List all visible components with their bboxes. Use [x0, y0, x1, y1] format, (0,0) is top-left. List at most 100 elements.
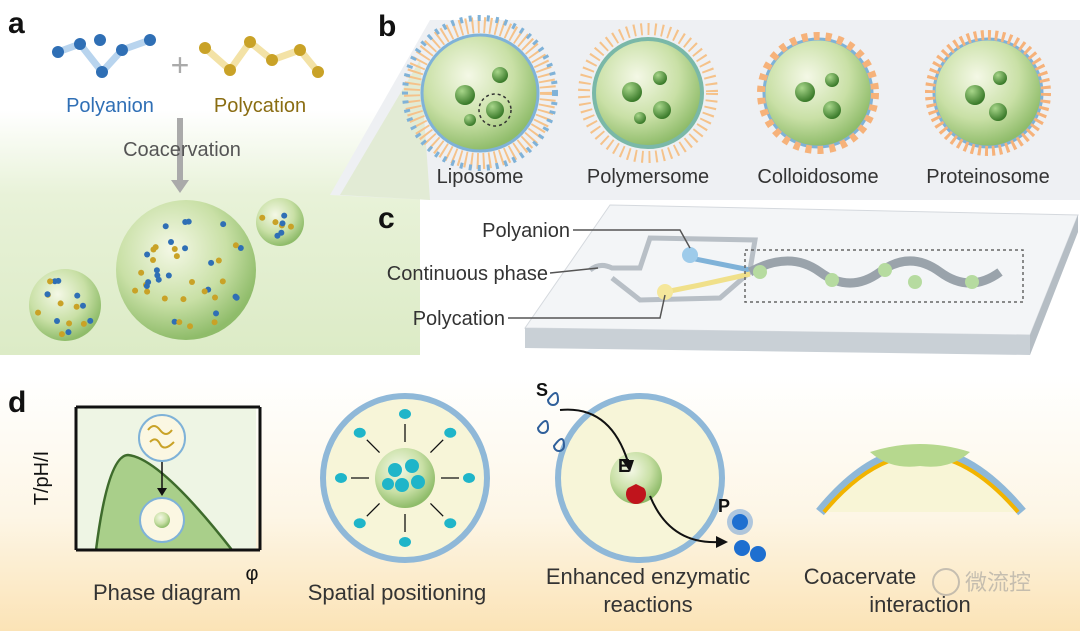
phase-diagram	[74, 405, 262, 552]
molecule-dot	[80, 320, 87, 327]
polyanion-chain	[52, 34, 156, 78]
molecule-dot	[232, 242, 239, 249]
molecule-dot	[176, 319, 183, 326]
polycation-label: Polycation	[214, 95, 306, 117]
inward-arrow	[366, 439, 381, 454]
panel-label-c: c	[378, 202, 395, 235]
molecule-dot	[79, 302, 86, 309]
molecule-dot	[144, 288, 151, 295]
molecule-dot	[168, 238, 175, 245]
polyanion-label: Polyanion	[66, 95, 154, 117]
molecule-dot	[73, 303, 80, 310]
molecule-dot	[154, 272, 161, 279]
leader-polycation	[508, 294, 666, 319]
molecule-dot	[57, 300, 64, 307]
molecule-dot	[444, 518, 457, 529]
molecule-dot	[162, 223, 169, 230]
molecule-dot	[150, 256, 157, 263]
molecule-dot	[212, 294, 219, 301]
molecule-dot	[35, 309, 42, 316]
molecule-dot	[161, 295, 168, 302]
chip-label-continuous-phase: Continuous phase	[387, 263, 548, 285]
panel-label-d: d	[8, 386, 26, 419]
label-enzymatic-line2: reactions	[603, 592, 692, 617]
molecule-dot	[132, 287, 139, 294]
watermark: 微流控	[932, 568, 1031, 596]
molecule-dot	[444, 427, 457, 438]
inward-arrow	[366, 502, 381, 517]
membrane-interaction-schematic	[816, 444, 1026, 516]
chip-label-polycation: Polycation	[413, 308, 505, 330]
molecule-dot	[463, 473, 475, 483]
molecule-dot	[208, 259, 215, 266]
molecule-dot	[182, 218, 189, 225]
molecule-dot	[189, 279, 196, 286]
molecule-dot	[281, 212, 288, 219]
vesicle-label-polymersome: Polymersome	[587, 166, 709, 188]
vesicle-label-proteinosome: Proteinosome	[926, 166, 1049, 188]
molecule-dot	[55, 277, 62, 284]
label-spatial-positioning: Spatial positioning	[308, 580, 487, 605]
molecule-dot	[65, 329, 72, 336]
molecule-dot	[145, 279, 152, 286]
molecule-dot	[165, 272, 172, 279]
coacervation-arrowhead	[171, 180, 189, 193]
label-enzymatic-line1: Enhanced enzymatic	[546, 564, 750, 589]
molecule-dot	[53, 318, 60, 325]
panel-label-b: b	[378, 10, 396, 43]
liposome	[402, 15, 558, 171]
molecule-dot	[211, 319, 218, 326]
molecule-dot	[278, 229, 285, 236]
phase-y-axis-label: T/pH/I	[31, 451, 53, 505]
label-membrane-line1: Coacervate	[804, 564, 917, 589]
molecule-dot	[201, 288, 208, 295]
molecule-dot	[259, 214, 266, 221]
plus-sign: +	[171, 47, 190, 83]
phase-x-axis-label: φ	[246, 563, 259, 585]
molecule-dot	[152, 244, 159, 251]
molecule-dot	[213, 310, 220, 317]
chip-label-polyanion: Polyanion	[482, 220, 570, 242]
molecule-dot	[138, 269, 145, 276]
coacervation-label: Coacervation	[123, 139, 241, 161]
molecule-dot	[272, 219, 279, 226]
watermark-text: 微流控	[965, 571, 1031, 596]
molecule-dot	[171, 245, 178, 252]
label-membrane-line2: interaction	[869, 592, 971, 617]
molecule-dot	[233, 294, 240, 301]
molecule-dot	[187, 323, 194, 330]
molecule-dot	[399, 537, 411, 547]
enzyme-label: E	[618, 456, 630, 476]
molecule-dot	[237, 244, 244, 251]
polycation-chain	[199, 36, 324, 78]
spatial-molecules	[335, 409, 475, 547]
enzymatic-schematic	[536, 392, 766, 563]
molecule-dot	[279, 220, 286, 227]
polymersome	[578, 23, 718, 163]
inward-arrow	[429, 502, 444, 517]
molecule-dot	[335, 473, 347, 483]
proteinosome	[925, 30, 1051, 156]
molecule-dot	[220, 221, 227, 228]
molecule-dot	[58, 331, 65, 338]
molecule-dot	[215, 257, 222, 264]
droplet-molecules	[35, 212, 294, 338]
coacervate-droplet-large	[116, 200, 256, 340]
panel-label-a: a	[8, 7, 25, 40]
molecule-dot	[353, 518, 366, 529]
coacervate-droplet-small	[29, 269, 101, 341]
vesicle-label-liposome: Liposome	[437, 166, 524, 188]
molecule-dot	[66, 320, 73, 327]
molecule-dot	[144, 251, 151, 258]
molecule-dot	[182, 245, 189, 252]
molecule-dot	[353, 427, 366, 438]
molecule-dot	[287, 223, 294, 230]
product-label: P	[718, 496, 730, 516]
molecule-dot	[399, 409, 411, 419]
leader-continuous	[549, 267, 599, 274]
vesicle-label-colloidosome: Colloidosome	[757, 166, 878, 188]
molecule-dot	[87, 317, 94, 324]
molecule-dot	[47, 278, 54, 285]
spatial-positioning-schematic	[320, 393, 490, 563]
